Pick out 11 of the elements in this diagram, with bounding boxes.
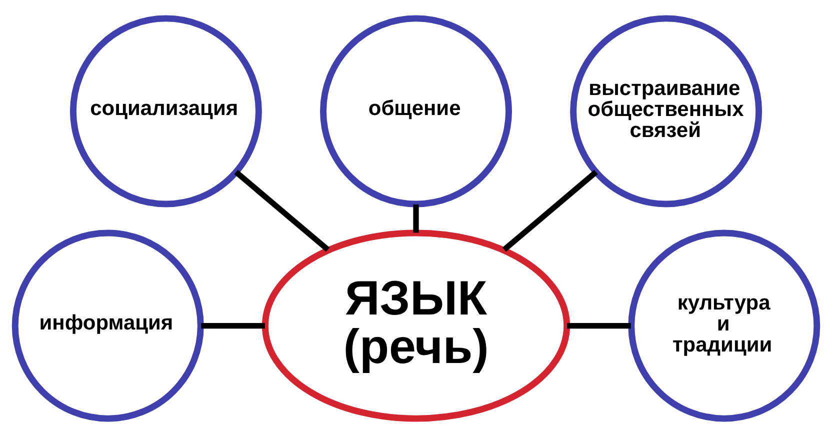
connector	[201, 322, 265, 328]
node-circle: культура и традиции	[628, 229, 820, 422]
connector	[413, 204, 419, 232]
node-circle: информация	[12, 229, 204, 422]
node-circle: выстраивание общественных связей	[570, 14, 762, 207]
node-circle: социализация	[70, 14, 262, 207]
connector	[567, 322, 631, 328]
node-ellipse: ЯЗЫК (речь)	[262, 229, 570, 422]
connector	[502, 169, 598, 252]
connector	[234, 169, 330, 252]
node-circle: общение	[320, 14, 512, 207]
